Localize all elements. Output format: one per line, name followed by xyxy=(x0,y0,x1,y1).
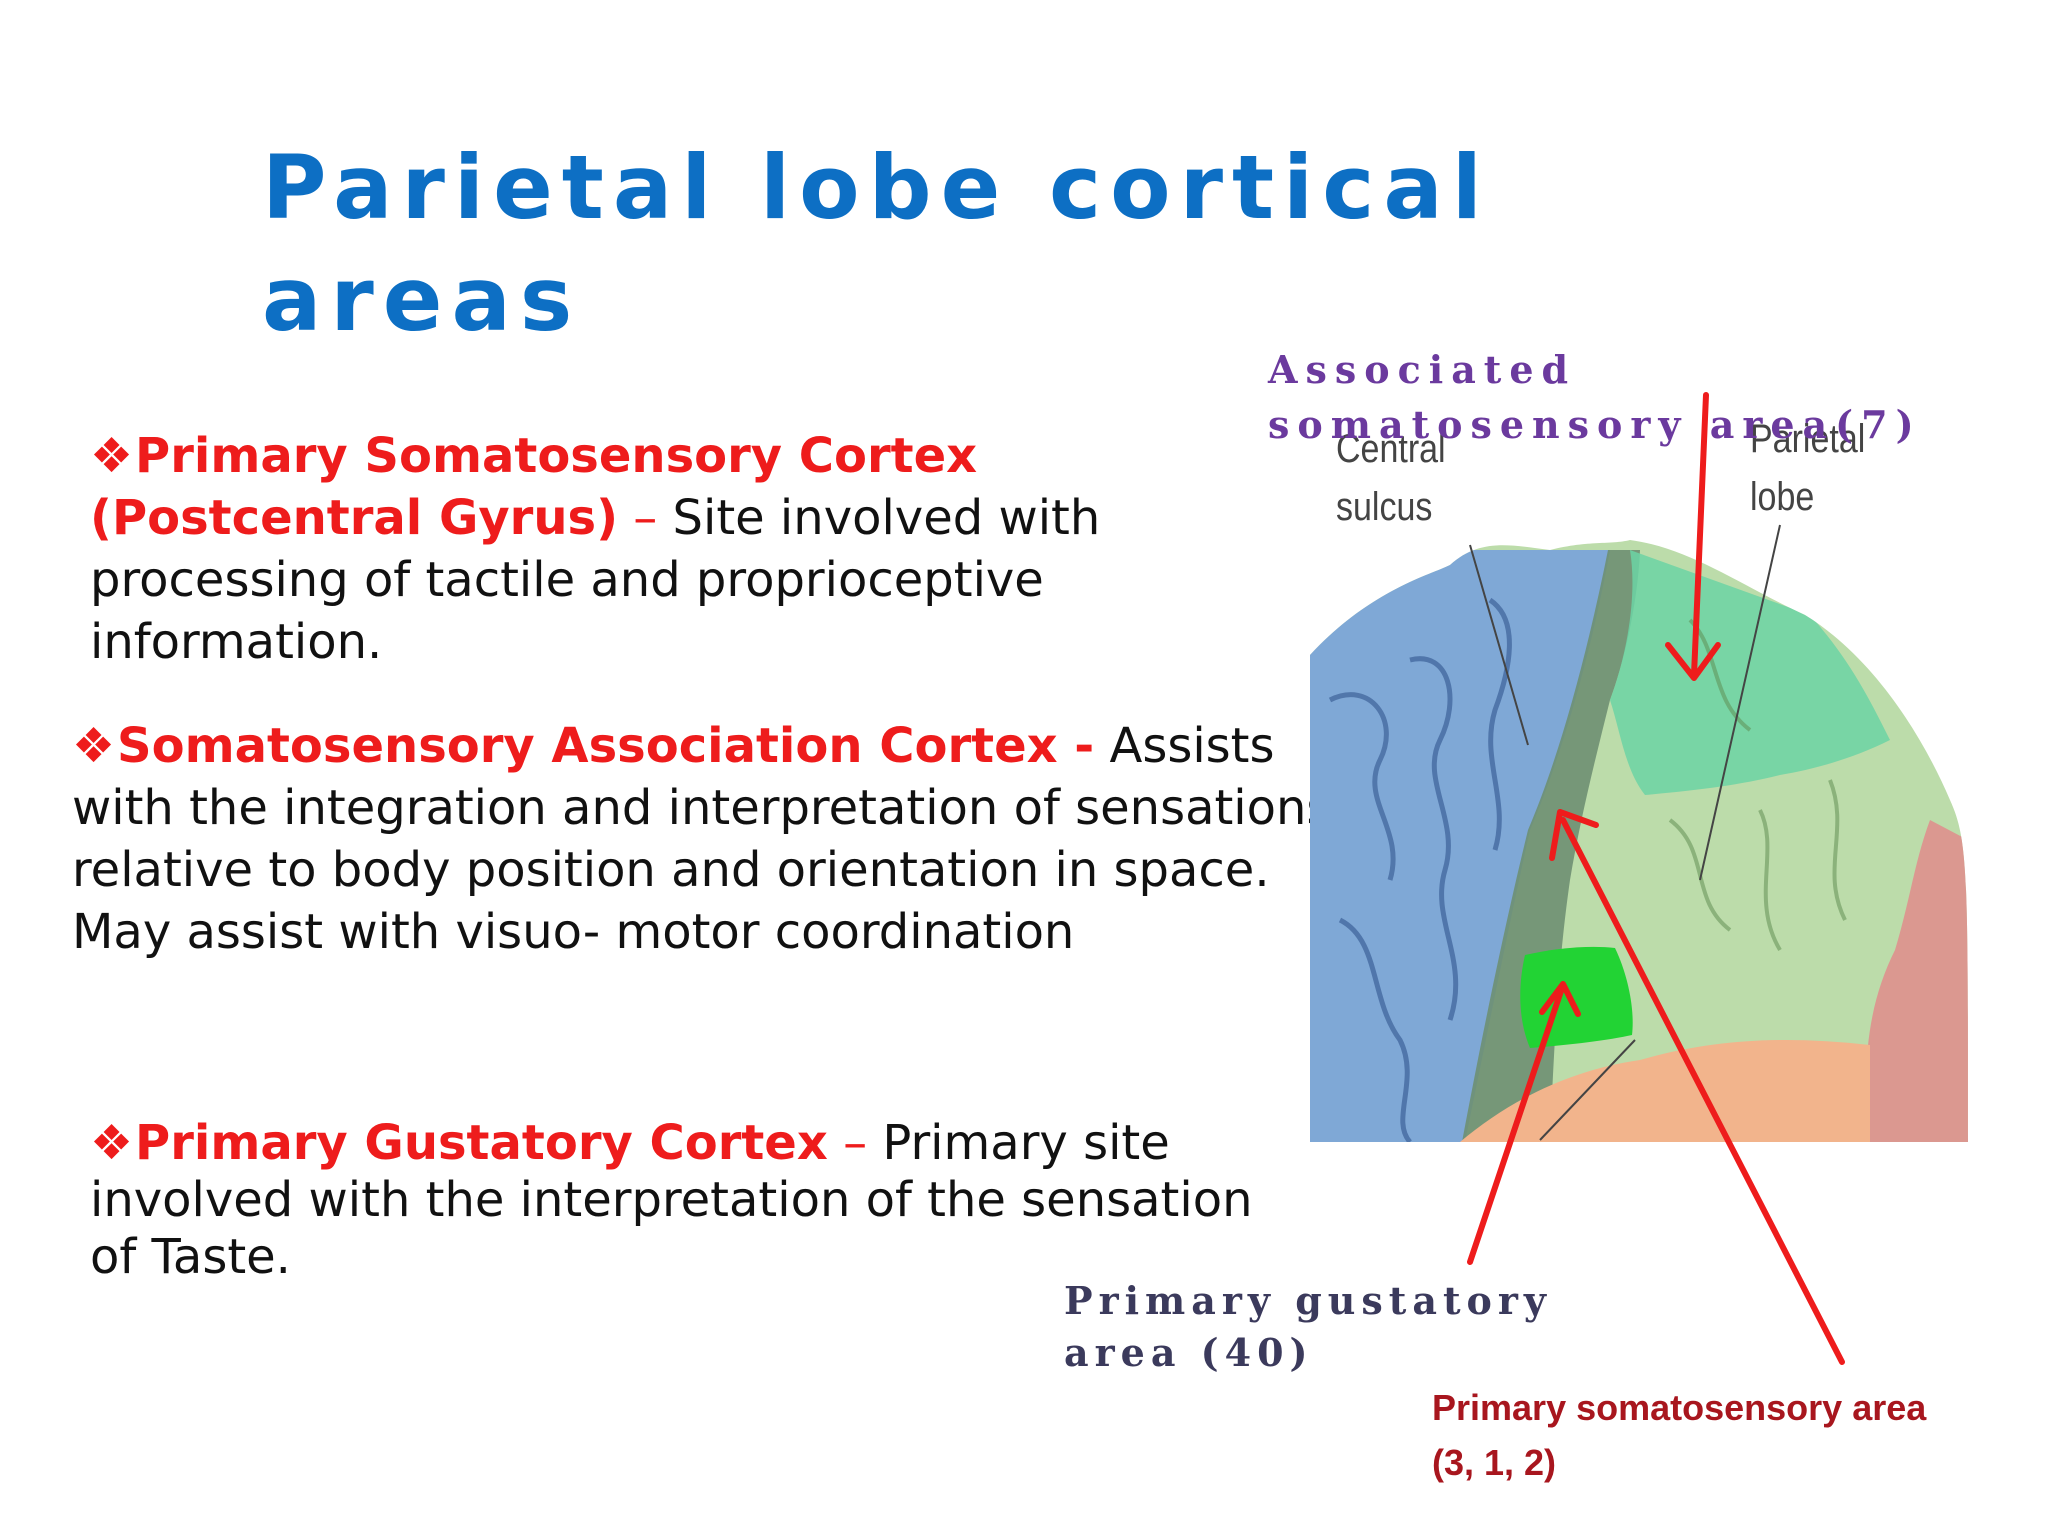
label-associated-somatosensory: Associated somatosensory area(7) xyxy=(1268,347,1922,447)
bullet-text: Assists with the integration and interpr… xyxy=(72,718,1332,960)
bullet-marker-icon: ❖ xyxy=(90,428,134,484)
bullet-primary-gustatory: ❖Primary Gustatory Cortex – Primary site… xyxy=(90,1115,1290,1286)
slide-title: Parietal lobe cortical areas xyxy=(262,136,1491,351)
bullet-heading: Primary Gustatory Cortex xyxy=(135,1115,828,1171)
occipital-lobe-region xyxy=(1866,820,1968,1142)
label-central-sulcus: Central sulcus xyxy=(1336,427,1446,529)
bullet-separator: – xyxy=(827,1115,883,1171)
bullet-text: Primary site involved with the interpret… xyxy=(90,1115,1253,1285)
bullet-marker-icon: ❖ xyxy=(72,718,116,774)
gustatory-area-region xyxy=(1520,946,1633,1048)
bullet-marker-icon: ❖ xyxy=(90,1115,134,1171)
bullet-heading: Primary Somatosensory Cortex (Postcentra… xyxy=(90,428,978,546)
label-parietal-lobe: Parietal lobe xyxy=(1750,417,1866,519)
frontal-lobe-region xyxy=(1310,550,1610,1142)
bullet-heading: Somatosensory Association Cortex - xyxy=(117,718,1095,774)
bullet-separator xyxy=(1094,718,1109,774)
label-primary-gustatory: Primary gustatory area (40) xyxy=(1064,1278,1552,1375)
bullet-separator: – xyxy=(618,490,673,546)
bullet-primary-somatosensory: ❖Primary Somatosensory Cortex (Postcentr… xyxy=(90,425,1250,673)
bullet-text: Site involved with processing of tactile… xyxy=(90,490,1101,670)
bullet-somatosensory-association: ❖Somatosensory Association Cortex - Assi… xyxy=(72,715,1342,963)
label-primary-somatosensory: Primary somatosensory area (3, 1, 2) xyxy=(1432,1387,1927,1483)
